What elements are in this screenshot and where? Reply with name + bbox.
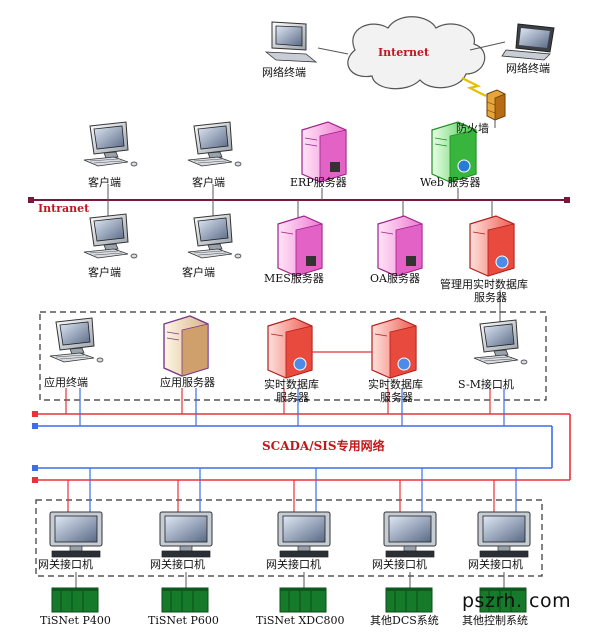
control-zone-drops — [65, 388, 505, 426]
system-label-1: TiSNet P400 — [40, 614, 111, 627]
internet-cloud — [347, 16, 486, 90]
firewall-icon — [486, 89, 506, 121]
intranet-label: Intranet — [38, 202, 90, 215]
cabinet-icon-3 — [279, 587, 327, 613]
gateway-zone-box — [35, 499, 543, 577]
mgmt-db-server-icon — [469, 215, 515, 277]
client-label-1: 客户端 — [88, 176, 121, 189]
system-label-2: TiSNet P600 — [148, 614, 219, 627]
mes-server-icon — [277, 215, 323, 277]
client-label-3: 客户端 — [88, 266, 121, 279]
client-label-4: 客户端 — [182, 266, 215, 279]
left-terminal-label: 网络终端 — [262, 66, 306, 79]
mgmt-db-label-line2: 服务器 — [474, 291, 507, 304]
link-right-terminal — [469, 41, 506, 51]
client-pc-2 — [187, 121, 242, 167]
lightning-link-icon — [461, 77, 487, 97]
client-pc-3 — [83, 213, 138, 259]
watermark-text: pszrh. com — [462, 590, 572, 612]
sm-gateway-label: S-M接口机 — [458, 378, 514, 391]
web-server-label: Web 服务器 — [420, 176, 481, 189]
right-terminal-label: 网络终端 — [506, 62, 550, 75]
app-server-label: 应用服务器 — [160, 376, 215, 389]
rtdb-server-2-icon — [371, 317, 417, 379]
cabinet-icon-1 — [51, 587, 99, 613]
app-terminal-label: 应用终端 — [44, 376, 88, 389]
gateway-monitor-5 — [477, 511, 531, 558]
firewall-label: 防火墙 — [456, 122, 489, 135]
app-terminal-icon — [49, 317, 104, 363]
system-label-5: 其他控制系统 — [462, 614, 528, 627]
sm-gateway-icon — [473, 319, 528, 365]
client-pc-1 — [83, 121, 138, 167]
cabinet-icon-2 — [161, 587, 209, 613]
internet-label: Internet — [378, 46, 430, 59]
rtdb2-label-line2: 服务器 — [380, 391, 413, 404]
gateway-drops — [67, 468, 517, 512]
rtdb2-label-line1: 实时数据库 — [368, 378, 423, 391]
gateway-label-2: 网关接口机 — [150, 558, 205, 571]
system-label-3: TiSNet XDC800 — [256, 614, 345, 627]
erp-server-icon — [301, 121, 347, 183]
system-label-4: 其他DCS系统 — [370, 614, 439, 627]
gateway-label-1: 网关接口机 — [38, 558, 93, 571]
laptop-icon-right — [501, 23, 555, 61]
gateway-monitor-4 — [383, 511, 437, 558]
gateway-monitor-1 — [49, 511, 103, 558]
app-server-icon — [163, 315, 209, 377]
scada-network-blue — [32, 423, 553, 471]
oa-server-icon — [377, 215, 423, 277]
gateway-monitor-2 — [159, 511, 213, 558]
mgmt-db-label-line1: 管理用实时数据库 — [440, 278, 528, 291]
erp-server-label: ERP服务器 — [290, 176, 347, 189]
client-label-2: 客户端 — [192, 176, 225, 189]
gateway-label-3: 网关接口机 — [266, 558, 321, 571]
client-pc-4 — [187, 213, 242, 259]
control-zone-box — [39, 311, 547, 401]
rtdb-server-1-icon — [267, 317, 313, 379]
gateway-label-4: 网关接口机 — [372, 558, 427, 571]
mes-server-label: MES服务器 — [264, 272, 324, 285]
oa-server-label: OA服务器 — [370, 272, 420, 285]
scada-network-label: SCADA/SIS专用网络 — [262, 439, 385, 453]
rtdb1-label-line2: 服务器 — [276, 391, 309, 404]
scada-network-red — [32, 411, 571, 483]
link-left-terminal — [317, 47, 349, 55]
gateway-label-5: 网关接口机 — [468, 558, 523, 571]
web-server-icon — [431, 121, 477, 183]
laptop-icon-left — [264, 21, 318, 63]
gateway-monitor-3 — [277, 511, 331, 558]
rtdb1-label-line1: 实时数据库 — [264, 378, 319, 391]
cabinet-drops — [75, 572, 505, 588]
cabinet-icon-4 — [385, 587, 433, 613]
